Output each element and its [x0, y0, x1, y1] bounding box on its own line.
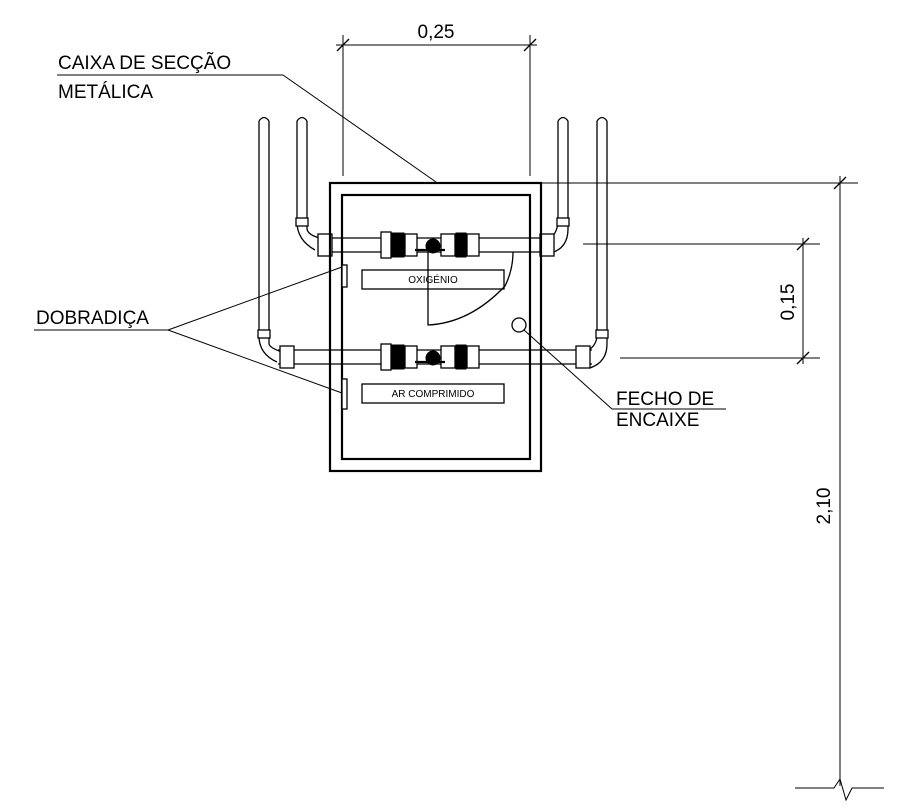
- pipes: [257, 116, 609, 369]
- plate-oxygen-text: OXIGÉNIO: [408, 273, 458, 286]
- label-latch-line2: ENCAIXE: [616, 410, 699, 431]
- dimension-mount-height: 2,10: [541, 176, 884, 802]
- hinge-lower: [341, 378, 348, 410]
- plate-air-text: AR COMPRIMIDO: [392, 389, 475, 400]
- latch-knob: [511, 317, 527, 333]
- metal-box: [328, 181, 543, 473]
- label-hinge: DOBRADIÇA: [34, 266, 343, 394]
- dimension-valve-spacing-label: 0,15: [778, 284, 799, 321]
- dimension-mount-height-label: 2,10: [814, 488, 835, 525]
- label-latch: FECHO DE ENCAIXE: [523, 329, 726, 431]
- label-metal-box-line1: CAIXA DE SECÇÃO: [58, 52, 231, 74]
- plate-air: AR COMPRIMIDO: [361, 383, 505, 404]
- label-latch-line1: FECHO DE: [616, 389, 714, 410]
- valve-oxygen: [380, 231, 480, 259]
- label-metal-box: CAIXA DE SECÇÃO METÁLICA: [57, 52, 437, 183]
- label-hinge-text: DOBRADIÇA: [36, 308, 149, 329]
- hinge-upper: [341, 264, 348, 288]
- dimension-box-width-label: 0,25: [418, 22, 455, 43]
- plate-oxygen: OXIGÉNIO: [361, 269, 505, 290]
- dimension-valve-spacing: 0,15: [583, 237, 820, 365]
- label-metal-box-line2: METÁLICA: [58, 82, 153, 103]
- valve-air: [380, 343, 480, 371]
- dimension-box-width: 0,25: [336, 22, 537, 176]
